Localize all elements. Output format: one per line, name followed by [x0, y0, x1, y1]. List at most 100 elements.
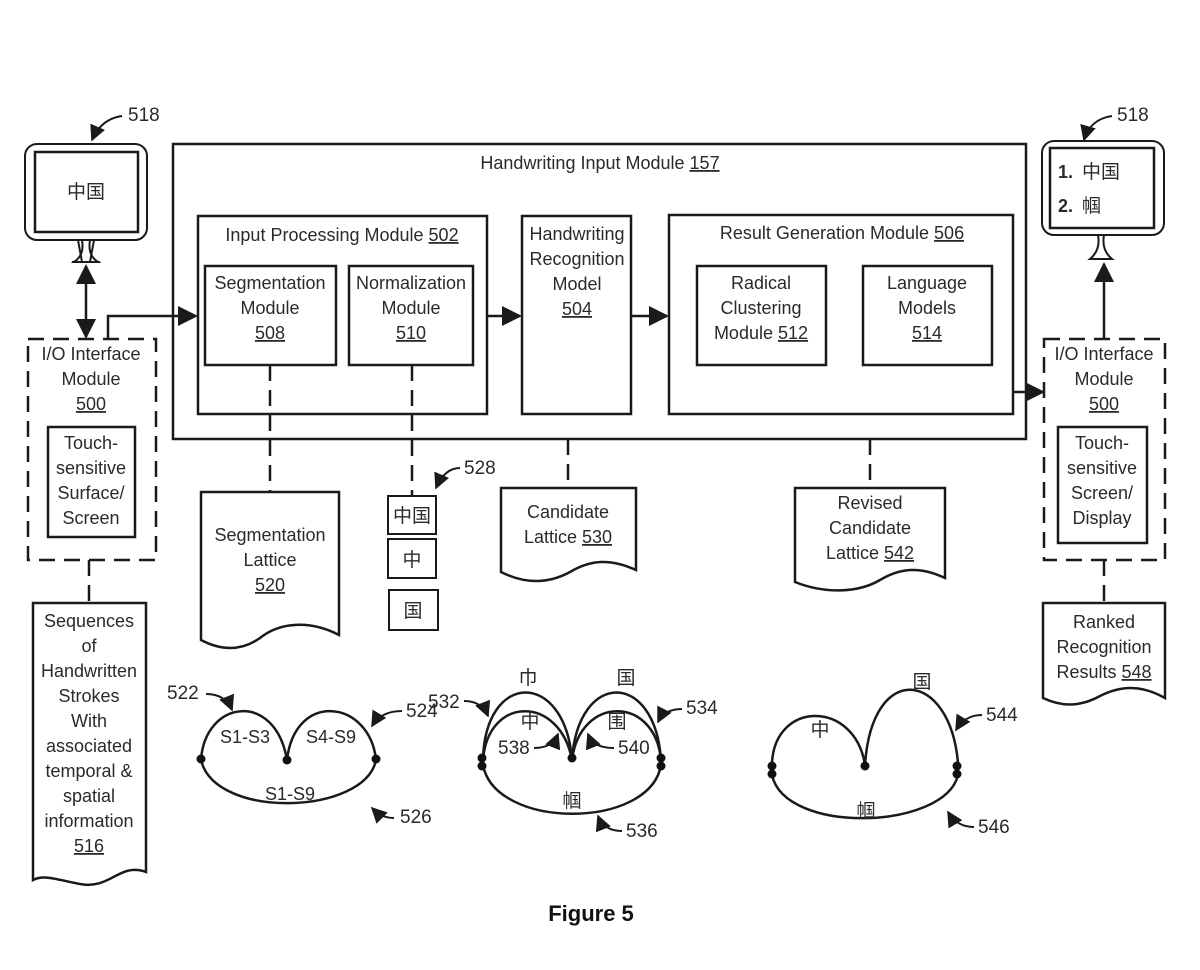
ref-arrow: [657, 705, 683, 724]
doc-line: Recognition: [1056, 637, 1151, 657]
ref-546: 546: [978, 817, 1010, 838]
touch-surface-box: [46, 425, 137, 539]
touch-display-line: Display: [1072, 508, 1131, 528]
doc-ranked-results: [1041, 601, 1167, 706]
ref-536: 536: [626, 821, 658, 842]
arc-label: S4-S9: [306, 727, 356, 747]
arc-s1-s3: [199, 709, 289, 761]
normalization-module-line: Normalization: [356, 273, 466, 293]
io-right-ref: 500: [1089, 394, 1119, 414]
ref-540: 540: [618, 738, 650, 759]
touch-display-line: Screen/: [1071, 483, 1133, 503]
touch-surface-line: Touch-: [64, 433, 118, 453]
glyph: 中国: [393, 505, 431, 527]
ref-524: 524: [406, 701, 438, 722]
arc-label: S1-S9: [265, 784, 315, 804]
normalization-module-line: Module: [381, 298, 440, 318]
result-1-text[interactable]: 中国: [1082, 161, 1120, 183]
result-generation-module-label: Result Generation Module 506: [720, 223, 964, 243]
arc-lower-right: [570, 710, 663, 761]
node: [860, 761, 870, 771]
doc-segmentation-lattice: [199, 490, 341, 650]
normalized-image-right: [388, 589, 439, 631]
node: [767, 761, 777, 771]
recognition-model-ref: 504: [562, 299, 592, 319]
radical-clustering-line: Module 512: [714, 323, 808, 343]
glyph: 国: [403, 600, 422, 622]
normalized-images: 中国 中 国: [387, 495, 439, 631]
touch-display-box: [1056, 425, 1149, 545]
radical-clustering-line: Radical: [731, 273, 791, 293]
result-1-rank: 1.: [1058, 162, 1073, 182]
arc-right: [863, 688, 960, 766]
candidate-char: 国: [616, 667, 635, 689]
doc-line: of: [81, 636, 97, 656]
io-left-line: I/O Interface: [41, 344, 140, 364]
ref-526: 526: [400, 807, 432, 828]
doc-line: Revised: [837, 493, 902, 513]
doc-line: spatial: [63, 786, 115, 806]
arc-label: S1-S3: [220, 727, 270, 747]
ref-arrow: [90, 115, 123, 142]
candidate-graph: 巾 中 国 围 帼: [477, 667, 666, 815]
language-models-line: Models: [898, 298, 956, 318]
touch-surface-line: Screen: [62, 508, 119, 528]
doc-line: information: [44, 811, 133, 831]
doc-ref: 516: [74, 836, 104, 856]
result-2-text[interactable]: 帼: [1082, 195, 1101, 217]
radical-clustering-module-box: [695, 264, 828, 367]
segmentation-module-line: Module: [240, 298, 299, 318]
doc-line: Lattice 542: [826, 543, 914, 563]
language-models-line: Language: [887, 273, 967, 293]
node: [477, 753, 487, 763]
node: [371, 754, 381, 764]
doc-line: Segmentation: [214, 525, 325, 545]
candidate-char: 帼: [562, 790, 581, 812]
ref-544: 544: [986, 705, 1018, 726]
doc-strokes-text: Sequences of Handwritten Strokes With as…: [41, 611, 137, 856]
candidate-char: 中: [520, 711, 539, 733]
revised-char: 国: [912, 671, 931, 693]
node: [196, 754, 206, 764]
language-models-box: [861, 264, 994, 367]
candidate-char: 巾: [518, 667, 537, 689]
ref-arrow: [1080, 115, 1113, 142]
io-left-ref: 500: [76, 394, 106, 414]
candidate-char: 围: [607, 711, 626, 733]
result-generation-module-box: [667, 213, 1015, 416]
doc-line: Candidate: [527, 502, 609, 522]
ref-532: 532: [428, 692, 460, 713]
segmentation-module-ref: 508: [255, 323, 285, 343]
doc-candidate-lattice: [499, 486, 638, 583]
node: [656, 753, 666, 763]
normalized-image-full: [387, 495, 437, 535]
doc-line: associated: [46, 736, 132, 756]
ref-arrow: [947, 810, 975, 829]
doc-line: With: [71, 711, 107, 731]
ref-518-left: 518: [128, 105, 160, 126]
display-right: 1. 中国 2. 帼: [1041, 140, 1165, 260]
ref-522: 522: [167, 683, 199, 704]
node: [656, 761, 666, 771]
doc-line: Strokes: [58, 686, 119, 706]
arc-bottom: [770, 774, 960, 820]
arc-upper-left: [481, 691, 574, 761]
recognition-model-line: Recognition: [529, 249, 624, 269]
seg-lattice-graph: S1-S3 S4-S9 S1-S9: [196, 709, 381, 805]
doc-revised-candidate-lattice: [793, 486, 947, 592]
revised-graph: 中 国 帼: [767, 671, 962, 822]
ref-arrow: [371, 709, 403, 728]
ref-538: 538: [498, 738, 530, 759]
node: [952, 769, 962, 779]
ref-arrow: [434, 467, 461, 490]
ref-arrow: [955, 713, 983, 732]
figure-caption: Figure 5: [548, 901, 634, 926]
arc-s1-s9: [199, 759, 378, 805]
ref-arrow: [370, 806, 395, 824]
touch-surface-line: Surface/: [57, 483, 124, 503]
glyph: 中: [402, 549, 421, 571]
node: [767, 769, 777, 779]
doc-ref: 520: [255, 575, 285, 595]
ref-arrow: [205, 693, 235, 712]
touch-display-line: sensitive: [1067, 458, 1137, 478]
